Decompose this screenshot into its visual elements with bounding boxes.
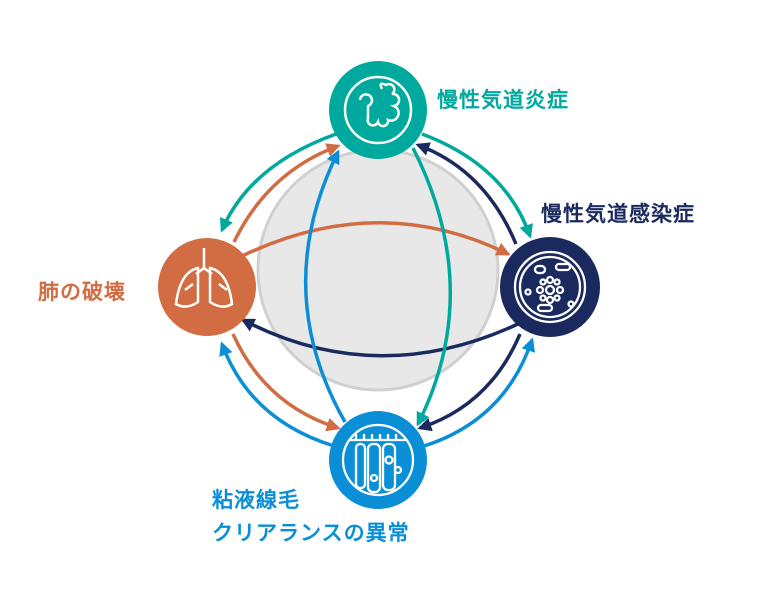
arrow-clearance-to-destruction [219,341,335,448]
node-destruction [158,238,256,336]
label-infection: 慢性気道感染症 [541,201,695,226]
arrow-destruction-to-inflammation [232,143,341,243]
node-clearance [329,411,427,509]
label-clearance-line2: クリアランスの異常 [212,520,410,545]
label-inflammation: 慢性気道炎症 [437,87,569,112]
node-infection [500,237,600,337]
arrow-infection-to-destruction [240,318,521,358]
node-inflammation [329,61,427,159]
lungs-icon [174,248,234,308]
arrow-destruction-to-infection [239,221,511,259]
arrow-infection-to-inflammation [415,142,518,245]
label-clearance-line1: 粘液線毛 [212,487,300,512]
label-destruction: 肺の破壊 [38,279,126,304]
epithelium-icon [341,423,415,497]
arrow-infection-to-clearance [417,333,522,432]
arrow-destruction-to-clearance [231,333,341,432]
arrow-inflammation-to-infection [421,132,533,239]
arrow-clearance-to-infection [423,337,536,448]
arrow-inflammation-to-clearance [411,147,452,427]
cell-icon [343,75,413,145]
arrow-inflammation-to-destruction [220,132,337,233]
bacteria-icon [513,250,587,324]
arrow-clearance-to-inflammation [304,149,347,423]
